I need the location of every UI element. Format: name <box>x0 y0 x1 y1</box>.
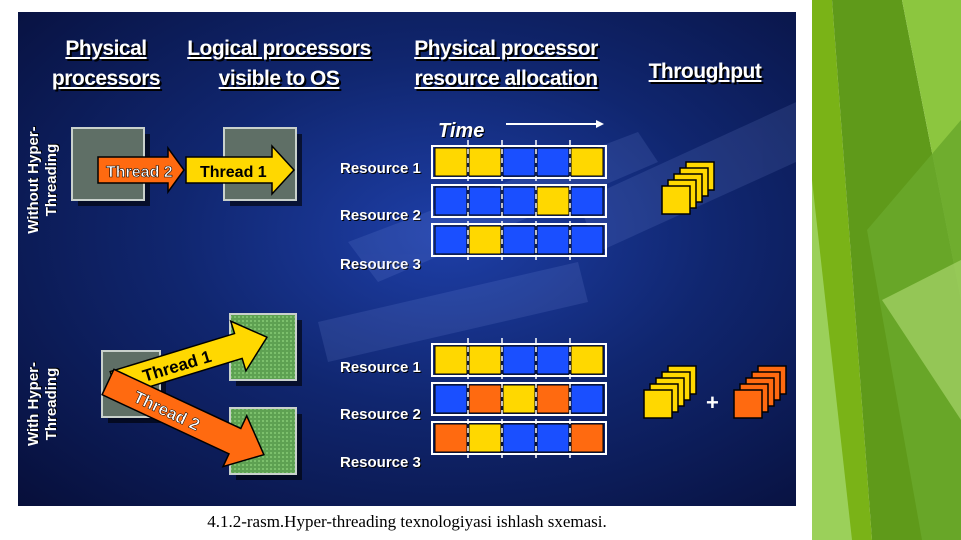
header-logical-processors: Logical processors visible to OS <box>184 34 374 94</box>
resource-cell-thread1 <box>502 384 536 414</box>
time-label: Time <box>438 120 485 142</box>
resource-cell-empty <box>434 225 468 255</box>
resource-cell-thread1 <box>468 423 502 453</box>
resource-label-1: Resource 1 <box>340 160 421 177</box>
resource-cell-thread1 <box>434 147 468 177</box>
header-line: processors <box>51 67 161 90</box>
resource-cell-thread1 <box>536 186 570 216</box>
resource-grid-with-ht <box>431 338 607 458</box>
resource-cell-thread1 <box>434 345 468 375</box>
resource-cell-empty <box>536 345 570 375</box>
resource-cell-empty <box>570 225 604 255</box>
time-arrow-head <box>596 120 604 128</box>
resource-cell-thread1 <box>468 345 502 375</box>
resource-cell-thread1 <box>570 147 604 177</box>
throughput-block <box>643 389 673 419</box>
resource-label-3: Resource 3 <box>340 454 421 471</box>
resource-cell-empty <box>536 147 570 177</box>
resource-row <box>431 184 607 218</box>
throughput-block <box>733 389 763 419</box>
header-resource-allocation: Physical processor resource allocation <box>406 34 606 94</box>
resource-cell-empty <box>502 345 536 375</box>
header-throughput: Throughput <box>648 60 762 83</box>
diagram-slide: Physical processors Logical processors v… <box>18 12 796 506</box>
header-line: resource allocation <box>414 67 598 90</box>
resource-row <box>431 421 607 455</box>
header-physical-processors: Physical processors <box>46 34 166 94</box>
resource-cell-empty <box>570 186 604 216</box>
resource-row <box>431 145 607 179</box>
resource-label-2: Resource 2 <box>340 207 421 224</box>
resource-label-2: Resource 2 <box>340 406 421 423</box>
resource-cell-thread2 <box>536 384 570 414</box>
resource-row <box>431 223 607 257</box>
throughput-stack-thread1 <box>643 365 697 419</box>
resource-cell-empty <box>502 186 536 216</box>
resource-cell-thread2 <box>434 423 468 453</box>
resource-cell-empty <box>536 225 570 255</box>
throughput-stack-thread2 <box>733 365 787 419</box>
resource-cell-thread1 <box>468 225 502 255</box>
decorative-side-panel <box>812 0 961 540</box>
throughput-stack-thread1 <box>661 161 715 215</box>
thread-1-arrow <box>185 144 296 196</box>
resource-cell-thread2 <box>570 423 604 453</box>
throughput-plus: + <box>706 390 719 415</box>
throughput-block <box>661 185 691 215</box>
resource-row <box>431 343 607 377</box>
resource-cell-thread1 <box>570 345 604 375</box>
thread-1-label: Thread 1 <box>200 164 267 181</box>
resource-label-3: Resource 3 <box>340 256 421 273</box>
resource-cell-empty <box>502 423 536 453</box>
resource-cell-empty <box>502 225 536 255</box>
thread-2-label: Thread 2 <box>106 164 173 181</box>
resource-cell-empty <box>570 384 604 414</box>
resource-cell-empty <box>502 147 536 177</box>
resource-cell-thread2 <box>468 384 502 414</box>
resource-cell-empty <box>434 186 468 216</box>
resource-label-1: Resource 1 <box>340 359 421 376</box>
header-line: visible to OS <box>218 67 340 90</box>
resource-cell-empty <box>434 384 468 414</box>
resource-grid-without-ht <box>431 140 607 260</box>
resource-cell-empty <box>536 423 570 453</box>
resource-row <box>431 382 607 416</box>
resource-cell-thread1 <box>468 147 502 177</box>
thread-2-arrow <box>97 145 185 195</box>
header-line: Physical processor <box>414 37 598 60</box>
resource-cell-empty <box>468 186 502 216</box>
diagram-artwork: Thread 2 Thread 1 Thread 1 Thread 2 + <box>71 102 796 480</box>
header-line: Logical processors <box>187 37 371 60</box>
header-line: Physical <box>65 37 147 60</box>
figure-caption: 4.1.2-rasm.Hyper-threading texnologiyasi… <box>207 512 607 531</box>
